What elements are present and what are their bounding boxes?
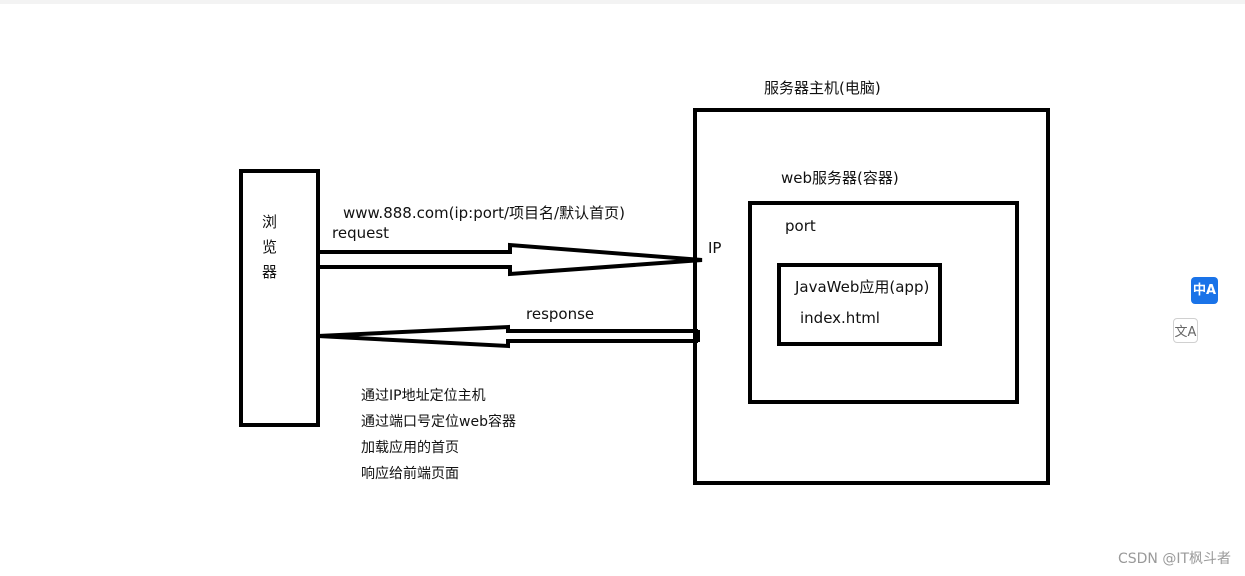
server-host-box	[693, 108, 1050, 485]
ip-label: IP	[708, 239, 722, 257]
port-label: port	[785, 217, 816, 235]
request-arrow	[316, 242, 703, 277]
browser-label-char-1: 浏	[262, 213, 278, 231]
browser-label-char-3: 器	[262, 263, 278, 281]
response-arrow	[317, 324, 700, 349]
browser-box	[239, 169, 320, 427]
request-label: request	[332, 224, 390, 242]
watermark: CSDN @IT枫斗者	[1117, 551, 1231, 567]
web-server-box	[748, 201, 1019, 404]
app-box	[777, 263, 942, 346]
translate-button[interactable]: 中A	[1191, 277, 1218, 304]
response-label: response	[526, 305, 595, 323]
app-file: index.html	[800, 309, 880, 327]
app-title: JavaWeb应用(app)	[795, 278, 930, 296]
server-host-title: 服务器主机(电脑)	[764, 79, 881, 97]
web-server-title: web服务器(容器)	[781, 169, 899, 187]
note-line: 响应给前端页面	[361, 466, 459, 482]
note-line: 通过IP地址定位主机	[361, 388, 486, 404]
note-line: 加载应用的首页	[361, 440, 459, 456]
request-url: www.888.com(ip:port/项目名/默认首页)	[343, 204, 625, 222]
top-strip	[0, 0, 1245, 4]
note-line: 通过端口号定位web容器	[361, 414, 516, 430]
browser-label-char-2: 览	[262, 238, 278, 256]
translate-icon[interactable]: 文A	[1173, 318, 1198, 343]
